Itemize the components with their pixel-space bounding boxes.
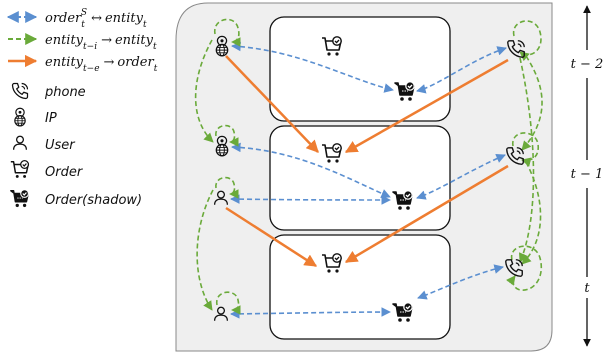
loop-phone-t-2 — [512, 20, 542, 62]
legend-node-ip-label: IP — [45, 111, 57, 126]
legend-node-user-label: User — [45, 138, 76, 153]
link-ip-shadow-t-2 — [231, 41, 394, 93]
order-shadow-links — [230, 41, 507, 319]
link-user-shadow-t-1 — [230, 194, 391, 205]
legend-node-user: User — [12, 135, 76, 153]
ip-node-t-2 — [215, 35, 229, 57]
link-phone-t-2-to-t-1 — [521, 55, 543, 151]
link-phone-t-1-to-t — [521, 161, 542, 265]
timeline-axis: t − 2 t − 1 t — [571, 5, 604, 347]
link-ip-shadow-t-1 — [231, 142, 391, 199]
loop-ip-t-2 — [214, 18, 241, 47]
legend-item-order-shadow-link: ordertS↔entityt — [6, 8, 147, 30]
time-slice-box-t-1 — [269, 125, 451, 231]
time-slice-box-t — [269, 234, 451, 340]
legend-node-order-label: Order — [45, 165, 84, 180]
phone-icon — [11, 82, 29, 100]
link-phone-shadow-t — [417, 264, 504, 300]
ip-globe-icon — [14, 107, 26, 127]
legend-item-entity-time-link: entityt−i→entityt — [8, 33, 157, 52]
legend-item-entity-order-link: entityt−e→ordert — [8, 54, 158, 74]
loop-user-t — [216, 291, 241, 315]
legend-node-ip: IP — [14, 107, 57, 127]
link-phone-shadow-t-2 — [416, 46, 507, 94]
link-phone-t-2-to-order-t-1 — [344, 58, 509, 154]
link-user-t-1-to-order-t — [225, 206, 318, 268]
legend-label-entity-time-link: entityt−i→entityt — [45, 33, 157, 52]
legend: ordertS↔entityt entityt−i→entityt entity… — [6, 8, 158, 208]
loop-ip-t-1 — [215, 124, 239, 147]
link-user-shadow-t — [230, 307, 391, 319]
legend-node-order-shadow-label: Order(shadow) — [45, 193, 142, 208]
loop-phone-t — [505, 245, 542, 291]
order-shadow-cart-icon — [10, 188, 30, 208]
loop-phone-t-1 — [512, 132, 540, 167]
legend-label-order-shadow-link: ordertS↔entityt — [45, 8, 147, 30]
time-slice-box-t-2 — [269, 16, 451, 122]
entity-time-links — [194, 18, 543, 315]
legend-node-phone-label: phone — [44, 85, 86, 100]
link-phone-shadow-t-1 — [416, 153, 506, 200]
timeline-label-t-1: t − 1 — [571, 167, 604, 182]
legend-node-phone: phone — [11, 82, 86, 100]
legend-node-order: Order — [10, 159, 84, 180]
entity-order-links — [225, 55, 509, 268]
order-cart-icon — [10, 159, 30, 179]
loop-user-t-1 — [215, 176, 239, 199]
link-ip-t-2-to-order-t-1 — [225, 55, 319, 153]
user-icon — [12, 135, 28, 151]
legend-label-entity-order-link: entityt−e→ordert — [45, 55, 158, 74]
link-user-t-1-to-t — [196, 189, 214, 311]
timeline-label-t: t — [584, 281, 590, 296]
link-ip-t-2-to-t-1 — [194, 39, 214, 143]
link-phone-t-2-to-t — [518, 57, 535, 263]
timeline-label-t-2: t − 2 — [571, 57, 604, 72]
ip-node-t-1 — [215, 135, 229, 157]
legend-node-order-shadow: Order(shadow) — [10, 188, 142, 208]
link-phone-t-1-to-order-t — [344, 164, 509, 264]
